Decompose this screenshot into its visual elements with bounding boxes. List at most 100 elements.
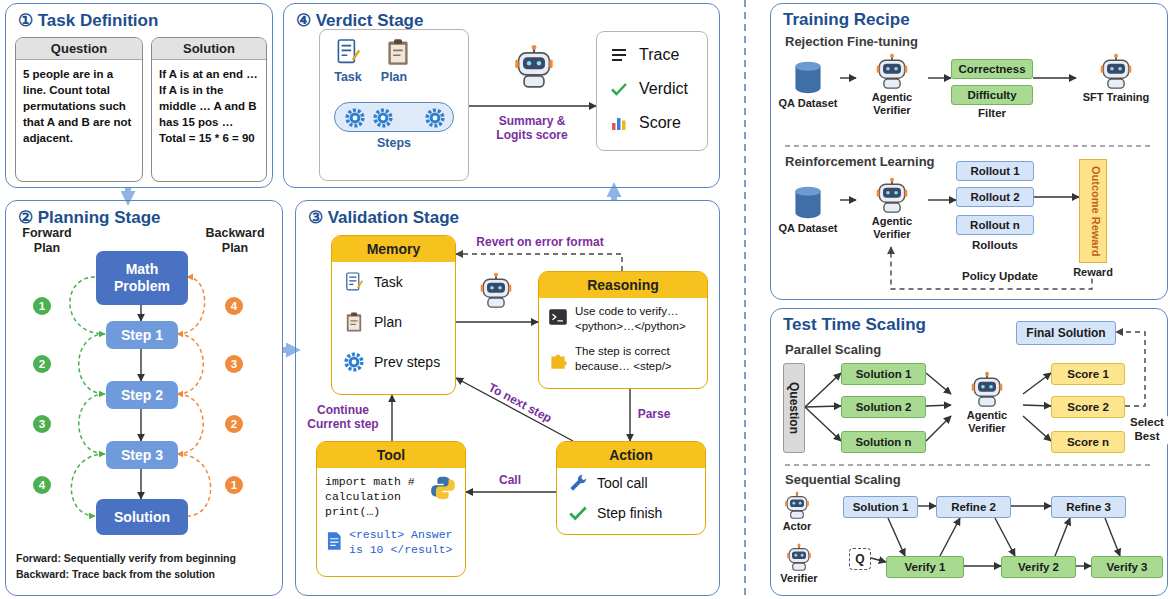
process-box: Refine 3	[1051, 496, 1126, 518]
node-text: Step 3	[121, 447, 163, 464]
icon-group	[776, 184, 840, 250]
node-text: Step finish	[557, 498, 705, 528]
plan-step-box: Step 1	[106, 321, 178, 349]
label-text: Parallel Scaling	[785, 342, 881, 357]
connector	[940, 518, 960, 556]
label-text: Forward: Sequentially verify from beginn…	[16, 552, 236, 564]
icon-node: Agentic Verifier	[856, 177, 928, 247]
node-text: ③ Validation Stage	[308, 207, 719, 228]
callout-number: 1	[225, 476, 243, 494]
node-text: Reasoning	[539, 272, 707, 298]
divider-line	[744, 0, 746, 599]
connector	[1034, 196, 1079, 197]
plan-step-box: Step 2	[106, 381, 178, 409]
connector	[964, 565, 1001, 566]
node-text: Final Solution	[1026, 326, 1105, 340]
node-text: Task	[332, 70, 364, 84]
node-text: Task	[332, 262, 455, 302]
node-text: Rollout n	[970, 219, 1020, 231]
node-text: Q	[855, 552, 864, 566]
icon	[346, 354, 362, 370]
connector	[456, 321, 538, 322]
node-text: ④ Verdict Stage	[296, 10, 719, 31]
node-text: Agentic Verifier	[856, 215, 928, 240]
connector	[1033, 77, 1076, 78]
icon	[570, 508, 585, 519]
connector	[995, 518, 1015, 556]
process-box: Score n	[1051, 431, 1125, 453]
process-box: Solution 1	[843, 496, 918, 518]
connector	[805, 406, 841, 407]
node-text: Solution 2	[856, 401, 912, 413]
stage-panel: ① Task DefinitionQuestion5 people are in…	[5, 3, 273, 188]
node-text: Plan	[378, 70, 410, 84]
connector	[888, 518, 905, 556]
separator-line	[785, 464, 1152, 465]
connector	[926, 373, 951, 394]
module-card: ReasoningUse code to verify… <python>…</…	[538, 271, 708, 389]
connector	[125, 188, 131, 200]
node-text: Solution 1	[853, 501, 909, 513]
process-box: Refine 2	[936, 496, 1011, 518]
callout-number: 4	[225, 297, 243, 315]
node-text: Verify 3	[1107, 561, 1148, 573]
icon	[338, 40, 359, 62]
node-text: Score	[639, 106, 707, 140]
node-text: Actor	[783, 520, 812, 533]
text-card: SolutionIf A is at an end … If A is in t…	[151, 37, 267, 182]
node-text: ② Planning Stage	[18, 207, 282, 228]
robot-icon	[515, 45, 552, 87]
connector	[1076, 565, 1091, 566]
node-text: Agentic Verifier	[856, 91, 928, 116]
plan-step-box: Math Problem	[96, 251, 188, 305]
process-box: Score 2	[1051, 396, 1125, 418]
label-text: Backward: Trace back from the solution	[16, 568, 215, 580]
node-text: Question	[787, 382, 801, 434]
connector	[918, 505, 936, 506]
edge-label: Select Best	[1126, 416, 1168, 444]
plan-step-box: Solution	[96, 499, 188, 535]
icon	[612, 118, 626, 130]
connector	[629, 389, 630, 441]
module-card: ActionTool callStep finish	[556, 441, 706, 535]
node-text: If A is at an end … If A is in the middl…	[152, 60, 266, 152]
icon	[570, 475, 586, 491]
process-box: Solution 1	[841, 363, 926, 385]
node-text: Solution 1	[856, 368, 912, 380]
stage-panel: ④ Verdict StageTaskPlanStepsTraceVerdict…	[283, 3, 720, 188]
connector	[928, 199, 956, 200]
connector	[926, 416, 951, 441]
connector	[611, 188, 617, 200]
node-text: Action	[557, 442, 705, 468]
node-text: Verify 1	[905, 561, 946, 573]
query-box: Q	[849, 548, 871, 570]
process-box: Score 1	[1051, 363, 1125, 385]
callout-number: 3	[33, 415, 51, 433]
edge-label: Summary & Logits score	[485, 114, 579, 143]
node-text: Verdict	[639, 72, 707, 106]
edge-label: Revert on error format	[474, 235, 605, 249]
stage-panel: ② Planning StageMath ProblemStep 1 Step 2…	[5, 200, 283, 596]
node-text: Tool	[317, 442, 465, 468]
callout-number: 4	[33, 476, 51, 494]
node-group: FilterCorrectnessDifficulty	[951, 57, 1033, 125]
icon	[551, 354, 566, 368]
icon-group	[773, 543, 825, 593]
node-text: ① Task Definition	[18, 10, 272, 31]
connector	[1023, 405, 1051, 406]
edge-label: Call	[497, 473, 523, 487]
node-text: Trace	[639, 38, 707, 72]
process-box: Verify 3	[1091, 556, 1163, 578]
icon-node: QA Dataset	[776, 184, 840, 250]
edge-label: Policy Update	[960, 270, 1040, 284]
node-text: Solution	[152, 38, 266, 60]
connector	[140, 305, 141, 321]
backward-loop	[177, 394, 203, 454]
connector	[456, 254, 622, 271]
icon	[549, 309, 567, 324]
icon	[431, 477, 455, 499]
icon-node: Verifier	[773, 543, 825, 593]
icon	[787, 544, 811, 571]
forward-loop	[79, 334, 105, 394]
node-text: Outcome Reward	[1079, 159, 1107, 263]
